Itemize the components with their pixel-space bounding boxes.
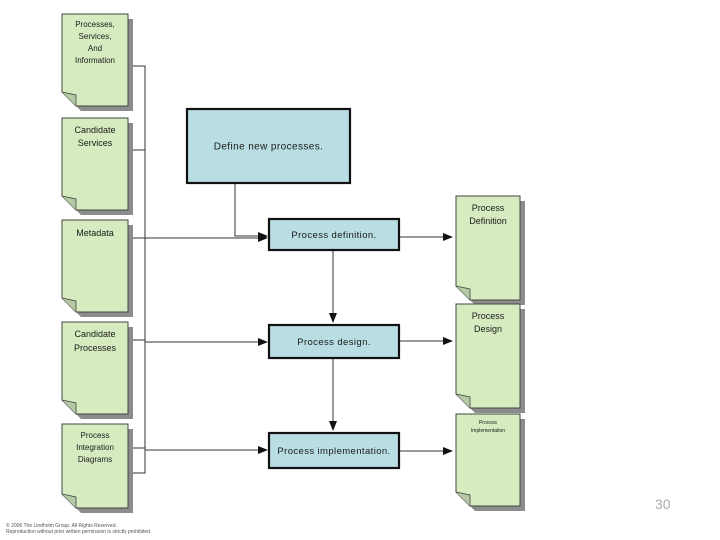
document-fold (61, 493, 77, 508)
document-label-line: Process (479, 420, 498, 426)
process-label: Process design. (297, 337, 371, 348)
input-bracket (128, 65, 146, 474)
process-box (267, 217, 401, 252)
document-shape (455, 195, 521, 301)
document-shape (61, 219, 129, 313)
define-to-definition (234, 183, 268, 240)
copyright-notice: © 2006 The Lindholm Group. All Rights Re… (6, 523, 151, 535)
document-fold (61, 297, 77, 312)
document-fold (455, 393, 471, 408)
process-label: Define new processes. (214, 142, 324, 153)
step-implementation: Process implementation. (267, 431, 401, 470)
document-fold (61, 399, 77, 414)
define-new-processes-box: Define new processes. (185, 107, 352, 185)
document-shape (61, 13, 129, 107)
document-fold (455, 491, 471, 506)
document-label-line: Processes (74, 343, 117, 353)
process-box (267, 323, 401, 360)
shapes: Processes, Services, AndInformationCandida… (61, 13, 525, 513)
document-fold (455, 285, 471, 300)
connectors (128, 65, 453, 474)
document-label-line: Process (472, 311, 505, 321)
process-label: Process implementation. (277, 446, 390, 457)
step-definition: Process definition. (267, 217, 401, 252)
document-shape (61, 423, 129, 509)
process-box (267, 431, 401, 470)
document-label-line: Services, (79, 32, 112, 41)
document-label-line: And (88, 44, 102, 53)
step-design: Process design. (267, 323, 401, 360)
document-label-line: Services (78, 138, 113, 148)
document-label-line: Candidate (74, 125, 115, 135)
document-fold (61, 195, 77, 210)
document-shape (61, 321, 129, 415)
document-shape (455, 413, 521, 507)
page-number: 30 (655, 496, 671, 512)
process-box (185, 107, 352, 185)
document-shape (61, 117, 129, 211)
document-shape (455, 303, 521, 409)
document-label-line: Integration (76, 443, 114, 452)
document-label-line: Process (81, 431, 110, 440)
document-label-line: Metadata (76, 228, 114, 238)
document-label-line: Process (472, 203, 505, 213)
document-label-line: Implementation (471, 428, 505, 434)
document-label-line: Candidate (74, 329, 115, 339)
input-metadata: Metadata (61, 219, 133, 317)
document-label-line: Processes, (75, 20, 115, 29)
document-label-line: Design (474, 324, 502, 334)
document-label-line: Definition (469, 216, 507, 226)
copyright-line-2: Reproduction without prior written permi… (6, 529, 152, 535)
document-fold (61, 91, 77, 106)
document-label-line: Information (75, 56, 115, 65)
process-label: Process definition. (291, 230, 376, 241)
document-label-line: Diagrams (78, 455, 112, 464)
copyright-line-1: © 2006 The Lindholm Group. All Rights Re… (6, 523, 117, 529)
